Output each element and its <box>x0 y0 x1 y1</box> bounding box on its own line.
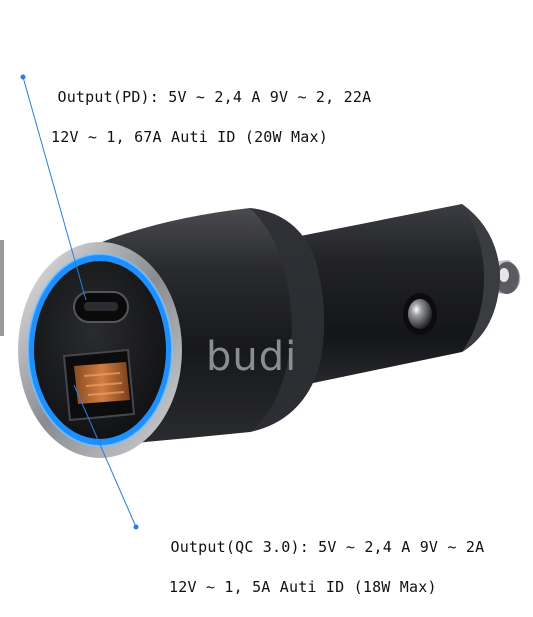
qc-output-line-1: Output(QC 3.0): 5V ~ 2,4 A 9V ~ 2A <box>170 538 485 556</box>
qc-output-line-2: 12V ~ 1, 5A Auti ID (18W Max) <box>169 578 437 596</box>
pd-output-label: Output(PD): 5V ~ 2,4 A 9V ~ 2, 22A 12V ~… <box>39 67 371 167</box>
product-illustration: budi <box>18 74 521 530</box>
usb-c-port <box>73 291 129 323</box>
qc-output-label: Output(QC 3.0): 5V ~ 2,4 A 9V ~ 2A 12V ~… <box>152 517 484 617</box>
pointer-lines <box>20 74 139 530</box>
brand-logo: budi <box>206 334 297 380</box>
left-edge-bar <box>0 240 4 336</box>
side-contact <box>403 293 437 335</box>
rear-tube <box>270 204 500 392</box>
pd-output-line-1: Output(PD): 5V ~ 2,4 A 9V ~ 2, 22A <box>57 88 372 106</box>
front-face <box>18 242 182 458</box>
pd-output-line-2: 12V ~ 1, 67A Auti ID (20W Max) <box>51 128 328 146</box>
